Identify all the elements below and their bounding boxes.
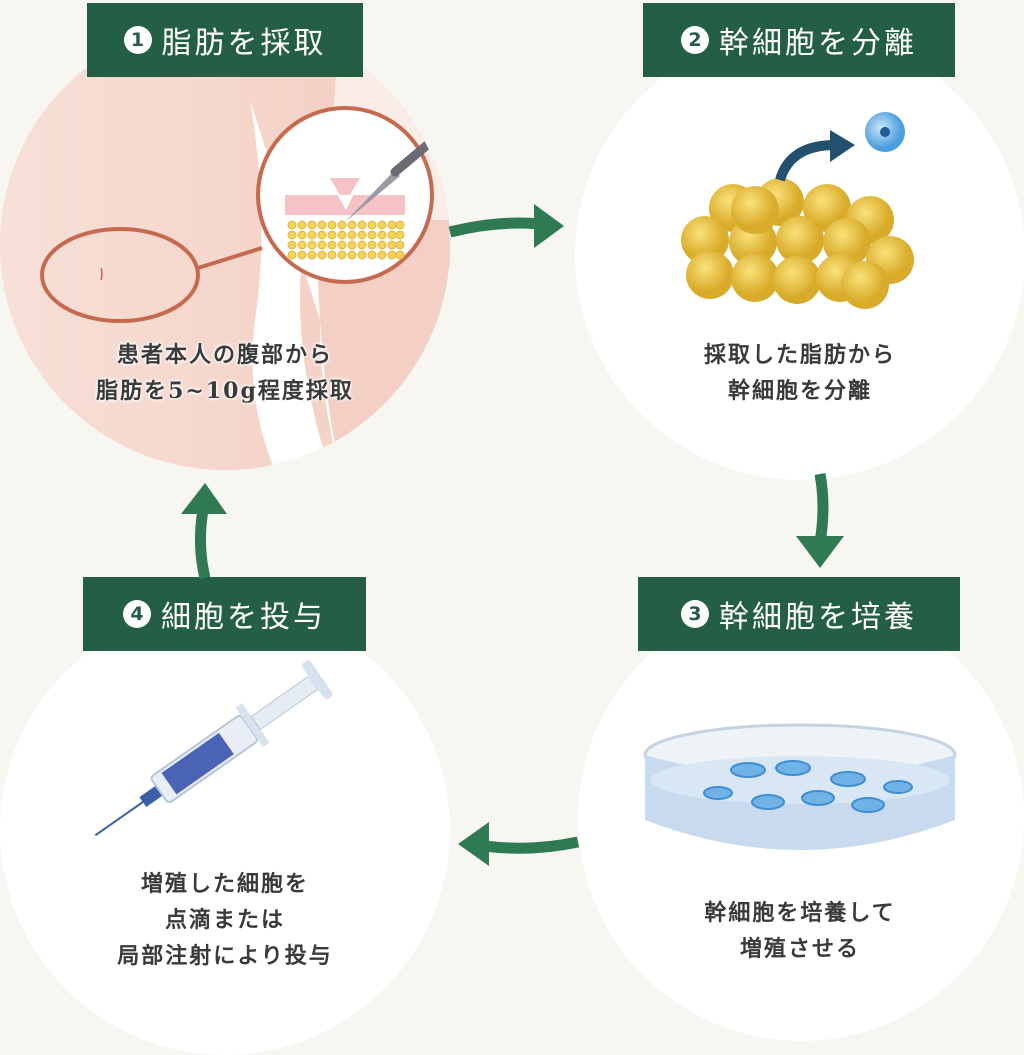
step3-label: 3 幹細胞を培養 <box>638 577 960 651</box>
step3-circle <box>578 595 1024 1041</box>
step4-label: 4 細胞を投与 <box>83 577 366 651</box>
fat-cluster-illustration <box>681 112 914 309</box>
step3-description: 幹細胞を培養して 増殖させる <box>590 895 1010 967</box>
step4-description: 増殖した細胞を 点滴または 局部注射により投与 <box>20 866 430 974</box>
arrow-right-icon <box>448 204 564 248</box>
syringe-illustration <box>94 660 333 837</box>
desc-line: 増殖させる <box>739 936 860 962</box>
desc-line: 脂肪を5~10g程度採取 <box>96 378 354 404</box>
arrow-up-icon <box>181 483 227 580</box>
desc-line: 増殖した細胞を <box>140 871 309 897</box>
desc-line: 患者本人の腹部から <box>116 342 333 368</box>
step1-circle <box>0 20 450 470</box>
desc-line: 局部注射により投与 <box>117 943 333 969</box>
desc-line: 幹細胞を分離 <box>727 378 872 404</box>
step4-circle <box>0 605 450 1055</box>
arrow-down-icon <box>796 473 844 568</box>
step2-circle <box>575 30 1024 480</box>
step-number-badge: 2 <box>681 26 709 54</box>
step-title: 細胞を投与 <box>161 600 326 635</box>
step-number-badge: 4 <box>123 600 151 628</box>
step1-label: 1 脂肪を採取 <box>87 3 363 77</box>
petri-dish-illustration <box>643 723 957 850</box>
step2-label: 2 幹細胞を分離 <box>643 3 955 77</box>
step-title: 幹細胞を分離 <box>719 26 917 61</box>
step-title: 幹細胞を培養 <box>719 600 917 635</box>
arrow-left-icon <box>458 822 580 866</box>
desc-line: 点滴または <box>164 907 285 933</box>
step1-description: 患者本人の腹部から 脂肪を5~10g程度採取 <box>20 337 430 409</box>
abdomen-illustration <box>0 20 450 470</box>
step2-description: 採取した脂肪から 幹細胞を分離 <box>590 337 1010 409</box>
step-number-badge: 1 <box>123 26 152 54</box>
step-title: 脂肪を採取 <box>161 26 327 61</box>
step-number-badge: 3 <box>681 600 709 628</box>
desc-line: 採取した脂肪から <box>703 342 896 368</box>
desc-line: 幹細胞を培養して <box>704 900 896 926</box>
